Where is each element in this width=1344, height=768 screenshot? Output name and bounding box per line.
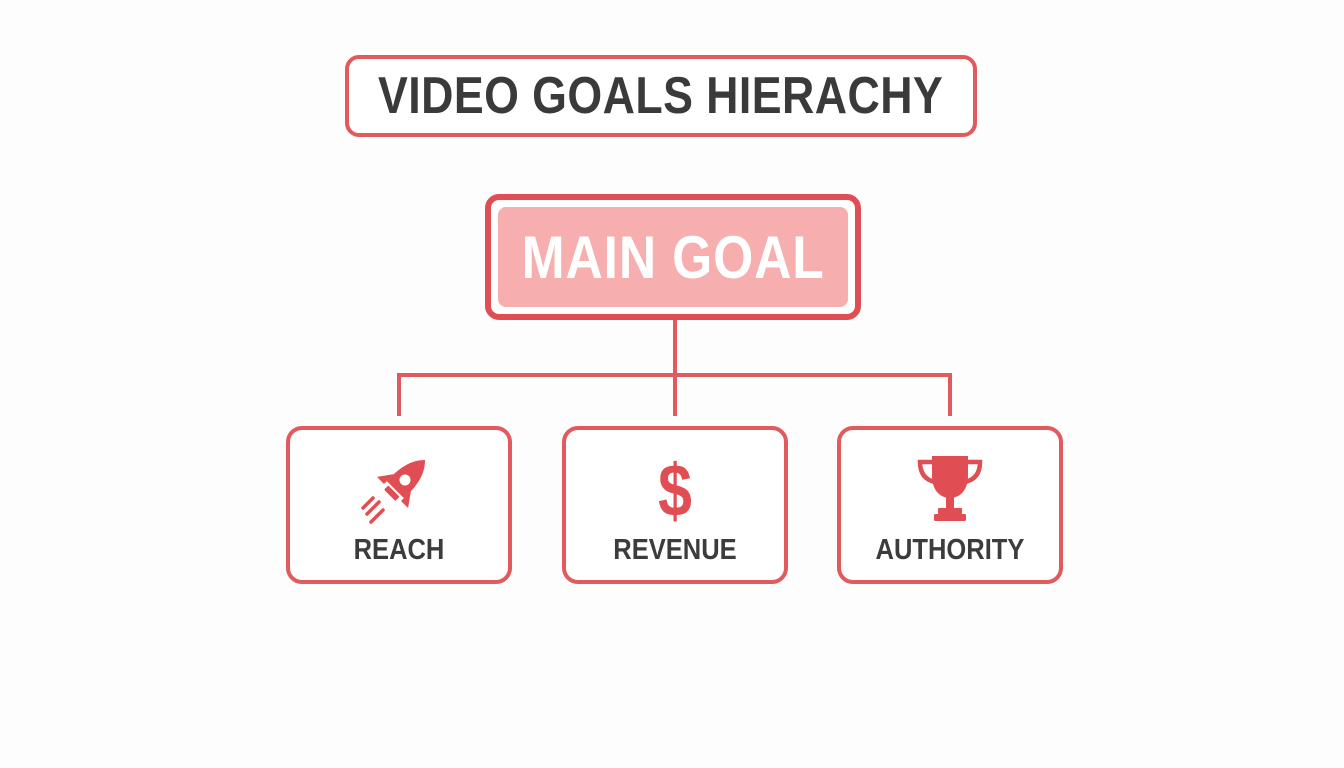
dollar-icon: $ [658,450,692,530]
main-goal-fill: MAIN GOAL [498,207,848,307]
goal-box-revenue: $ REVENUE [562,426,788,584]
trophy-icon [917,456,983,521]
svg-text:$: $ [658,450,692,530]
goal-box-reach: REACH [286,426,512,584]
main-goal-label: MAIN GOAL [521,223,825,291]
diagram-title: VIDEO GOALS HIERACHY [378,67,944,125]
title-box: VIDEO GOALS HIERACHY [345,55,977,137]
goal-label-authority: AUTHORITY [875,534,1025,566]
goal-box-authority: AUTHORITY [837,426,1063,584]
rocket-icon [361,459,426,524]
main-goal-box: MAIN GOAL [485,194,861,320]
goal-label-reach: REACH [353,534,445,566]
goal-label-revenue: REVENUE [613,534,737,566]
